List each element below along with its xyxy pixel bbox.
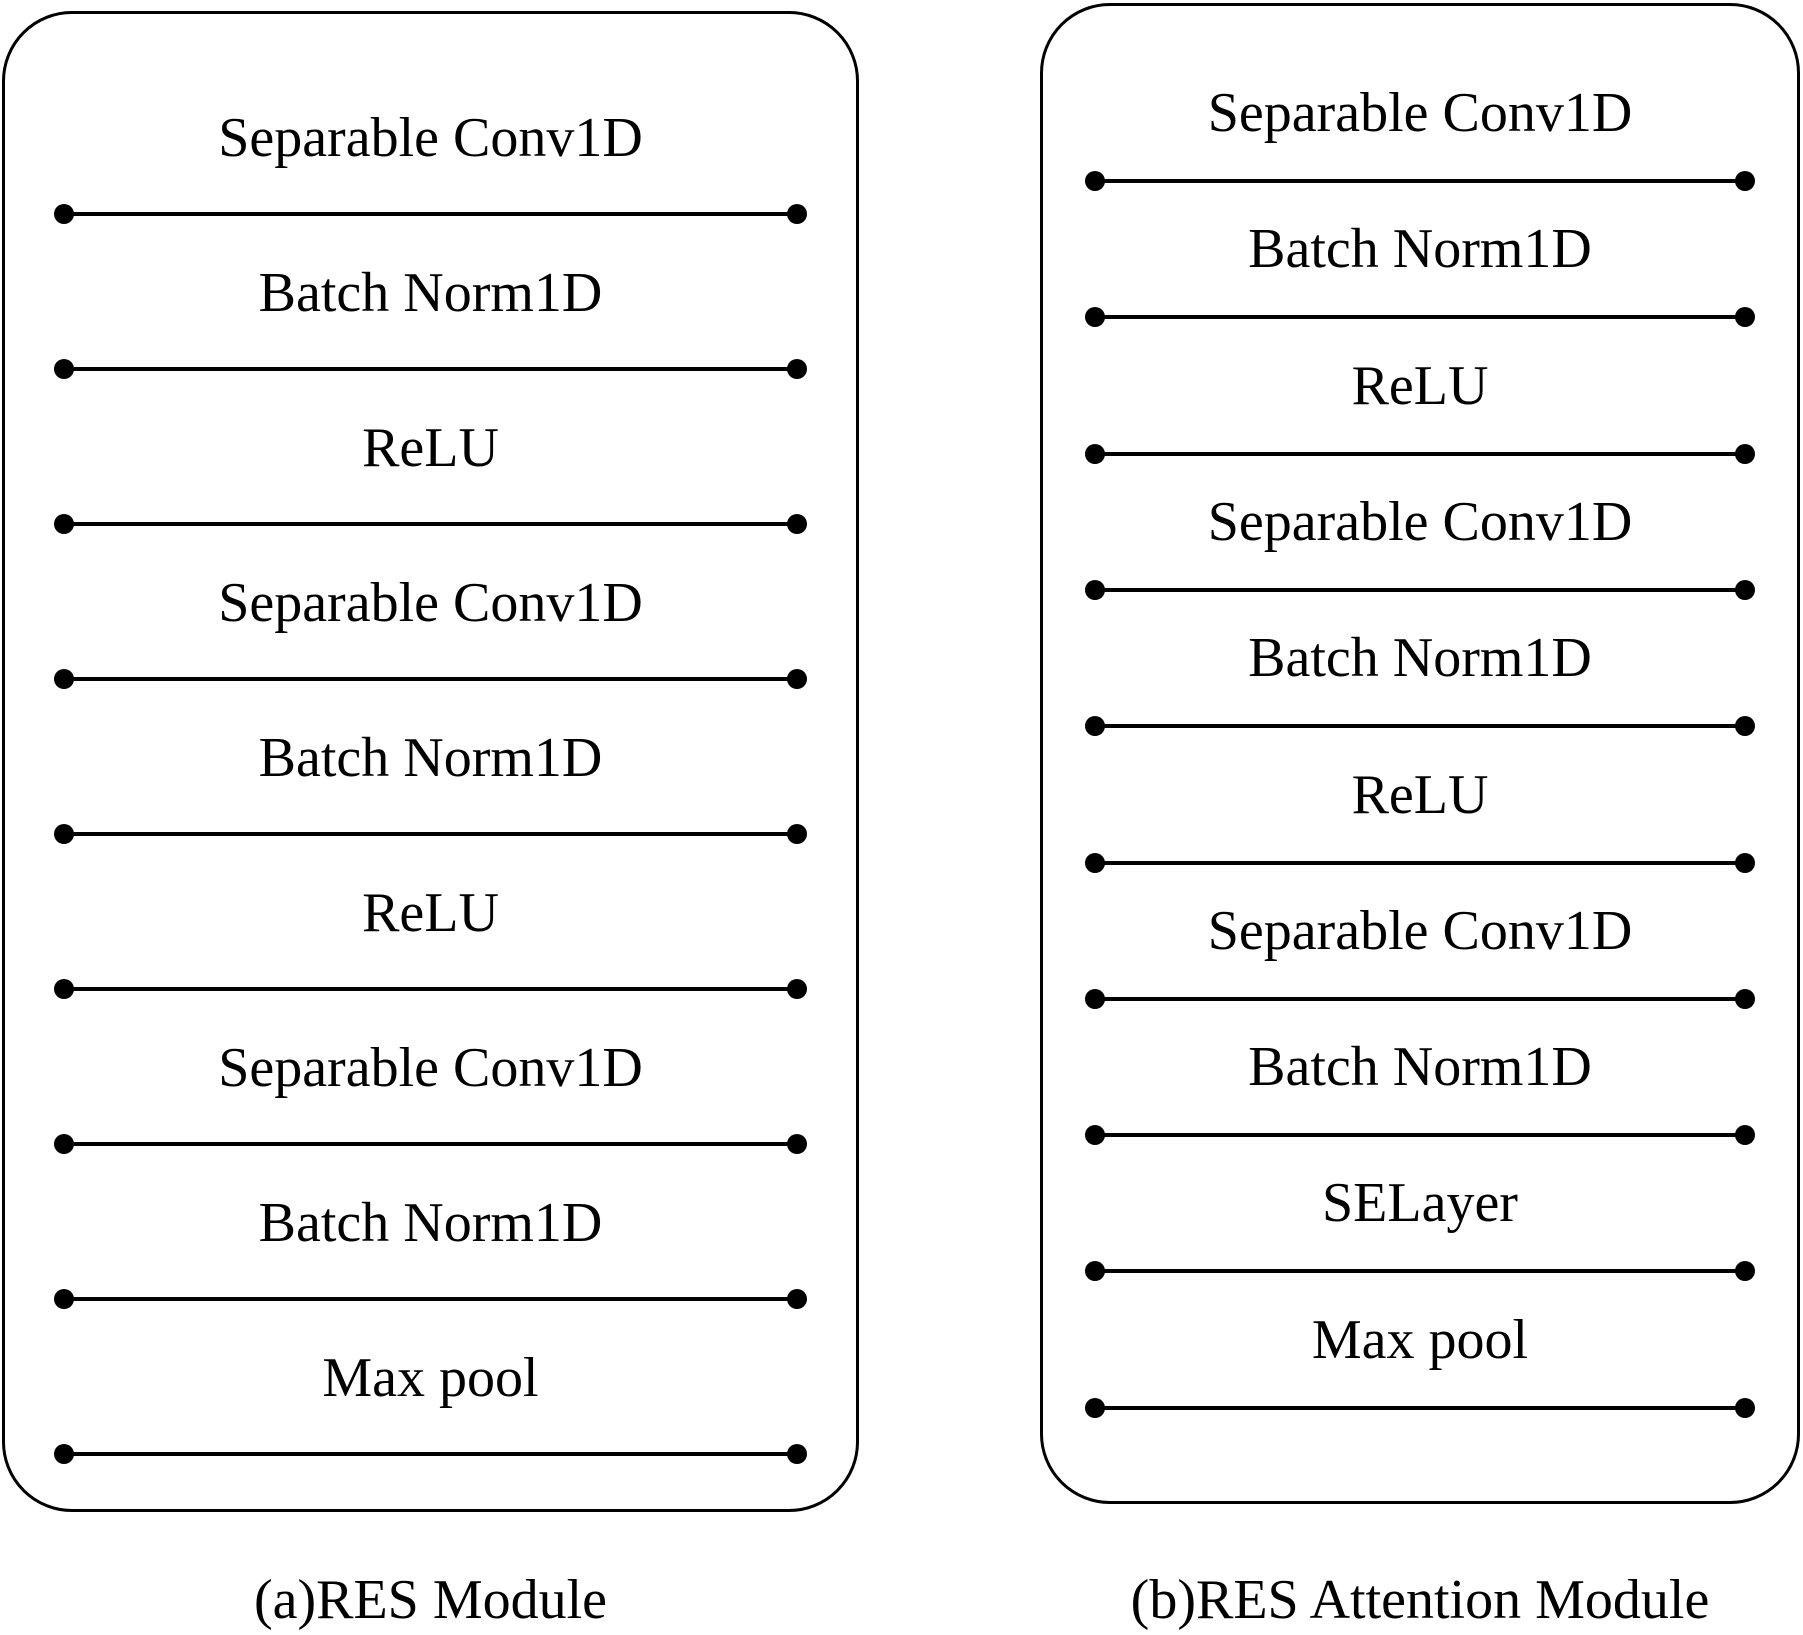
layer-label: Separable Conv1D	[218, 1037, 643, 1099]
layer-divider	[1085, 988, 1755, 1009]
layer-label: ReLU	[362, 417, 499, 479]
layer-divider	[54, 1289, 807, 1309]
layer-label: SELayer	[1322, 1172, 1518, 1235]
layer-label: Separable Conv1D	[1207, 899, 1633, 962]
layer-divider	[1085, 307, 1755, 328]
layer-label: ReLU	[1351, 763, 1489, 826]
layer-divider	[54, 204, 807, 224]
layer-label: ReLU	[362, 882, 499, 944]
layer-label: Batch Norm1D	[1248, 1036, 1592, 1099]
layer-label: Batch Norm1D	[1248, 218, 1592, 281]
layer-label: Separable Conv1D	[218, 107, 643, 169]
layer-label: Separable Conv1D	[218, 572, 643, 634]
layer-divider	[54, 1134, 807, 1154]
layer-divider	[1085, 1125, 1755, 1146]
layer-divider	[1085, 1397, 1755, 1418]
layer-divider	[54, 514, 807, 534]
layer-divider	[1085, 171, 1755, 191]
layer-label: Separable Conv1D	[1207, 82, 1633, 144]
layer-divider	[1085, 443, 1755, 464]
layer-divider	[54, 979, 807, 999]
layer-divider	[1085, 579, 1755, 600]
res-attention-module-box: Separable Conv1D Batch Norm1D ReLU Separabl…	[1040, 3, 1800, 1504]
layer-divider	[54, 1444, 807, 1464]
res-attention-module-caption: (b)RES Attention Module	[1130, 1569, 1710, 1631]
layer-divider	[1085, 852, 1755, 873]
layer-label: Batch Norm1D	[258, 1192, 603, 1254]
layer-divider	[1085, 1261, 1755, 1282]
res-module-box: Separable Conv1D Batch Norm1D ReLU Separabl…	[2, 11, 859, 1512]
res-module-caption: (a)RES Module	[253, 1569, 608, 1631]
layer-label: Batch Norm1D	[258, 727, 603, 789]
layer-label: Max pool	[322, 1347, 539, 1409]
layer-divider	[1085, 716, 1755, 737]
layer-label: Separable Conv1D	[1207, 490, 1633, 553]
layer-label: Batch Norm1D	[258, 262, 603, 324]
layer-divider	[54, 669, 807, 689]
layer-label: Max pool	[1311, 1308, 1529, 1371]
layer-divider	[54, 824, 807, 844]
layer-divider	[54, 359, 807, 379]
layer-label: ReLU	[1351, 354, 1489, 417]
layer-label: Batch Norm1D	[1248, 627, 1592, 690]
